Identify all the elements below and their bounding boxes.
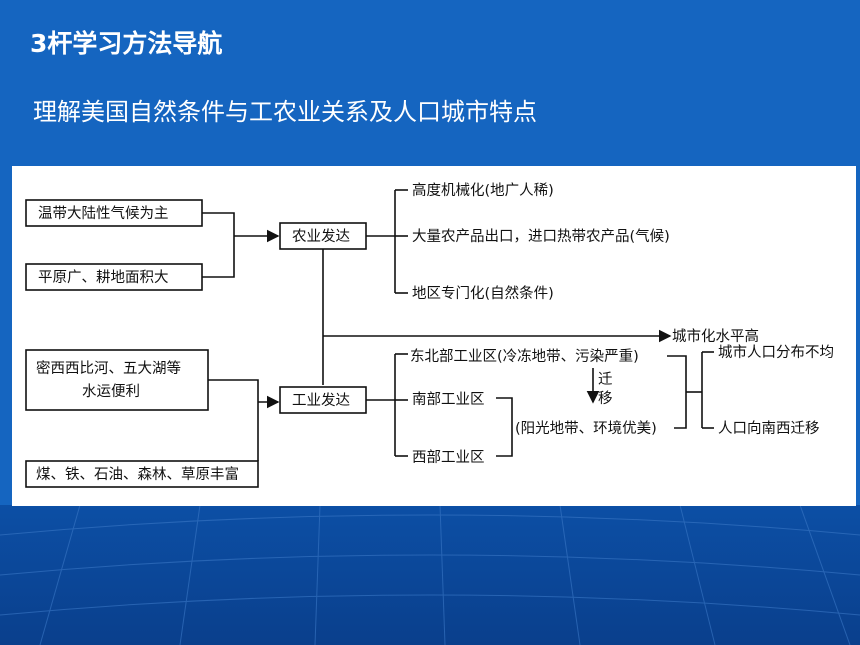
urbanization-level: 城市化水平高 bbox=[672, 328, 759, 345]
ind-input-2: 煤、铁、石油、森林、草原丰富 bbox=[36, 465, 239, 483]
agri-output-3: 地区专门化(自然条件) bbox=[412, 285, 554, 302]
sunbelt-note: (阳光地带、环境优美) bbox=[515, 419, 657, 437]
pop-output-2: 人口向南西迁移 bbox=[718, 420, 820, 437]
ind-region-west: 西部工业区 bbox=[412, 449, 485, 466]
ind-input-1-line-1: 密西西比河、五大湖等 bbox=[36, 359, 181, 377]
ind-region-northeast: 东北部工业区(冷冻地带、污染严重) bbox=[410, 347, 639, 365]
flow-diagram: 温带大陆性气候为主 平原广、耕地面积大 农业发达 高度机械化(地广人稀) 大量农… bbox=[12, 166, 856, 506]
decorative-grid bbox=[0, 505, 860, 645]
agri-output-1: 高度机械化(地广人稀) bbox=[412, 182, 554, 199]
agri-input-2: 平原广、耕地面积大 bbox=[38, 268, 169, 286]
migration-label-1: 迁 bbox=[598, 371, 613, 388]
migration-label-2: 移 bbox=[598, 390, 613, 407]
slide-title: 3杆学习方法导航 bbox=[30, 29, 223, 58]
slide-subtitle: 理解美国自然条件与工农业关系及人口城市特点 bbox=[33, 98, 537, 126]
pop-output-1: 城市人口分布不均 bbox=[718, 344, 834, 361]
ind-node: 工业发达 bbox=[292, 392, 350, 409]
ind-input-box-1 bbox=[25, 349, 209, 411]
ind-input-box-2 bbox=[25, 460, 259, 488]
ind-region-south: 南部工业区 bbox=[412, 391, 485, 408]
slide-footer-band bbox=[0, 505, 860, 645]
agri-node: 农业发达 bbox=[292, 228, 350, 245]
agri-output-2: 大量农产品出口，进口热带农产品(气候) bbox=[412, 228, 670, 245]
agri-input-1: 温带大陆性气候为主 bbox=[38, 205, 169, 222]
ind-input-1-line-2: 水运便利 bbox=[82, 383, 140, 400]
